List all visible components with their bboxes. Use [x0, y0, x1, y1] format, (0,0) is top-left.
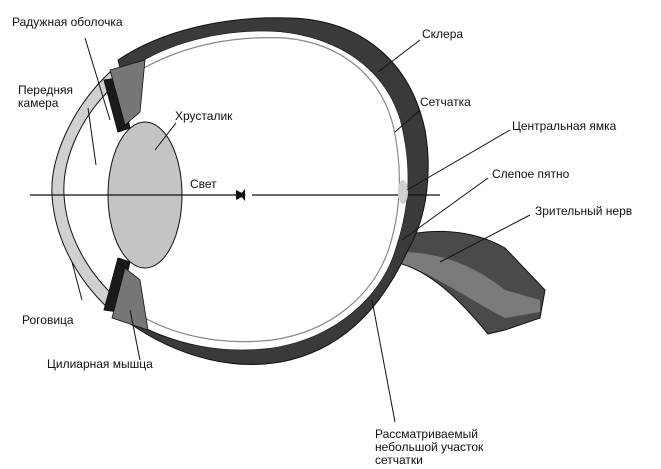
- leader-retina-patch: [372, 300, 395, 422]
- label-optic-nerve: Зрительный нерв: [535, 205, 632, 218]
- fovea-mark: [398, 180, 408, 204]
- label-ciliary-muscle: Цилиарная мышца: [47, 358, 153, 371]
- label-light: Свет: [190, 178, 217, 191]
- label-retina-patch: Рассматриваемый небольшой участок сетчат…: [375, 428, 483, 467]
- label-retina: Сетчатка: [420, 96, 471, 109]
- label-cornea: Роговица: [22, 314, 74, 327]
- label-sclera: Склера: [422, 28, 463, 41]
- label-blind-spot: Слепое пятно: [492, 168, 569, 181]
- label-fovea: Центральная ямка: [512, 120, 616, 133]
- label-anterior-chamber: Передняя камера: [18, 84, 73, 110]
- label-lens: Хрусталик: [175, 110, 232, 123]
- label-iris: Радужная оболочка: [12, 16, 123, 29]
- leader-anterior-chamber: [88, 108, 96, 165]
